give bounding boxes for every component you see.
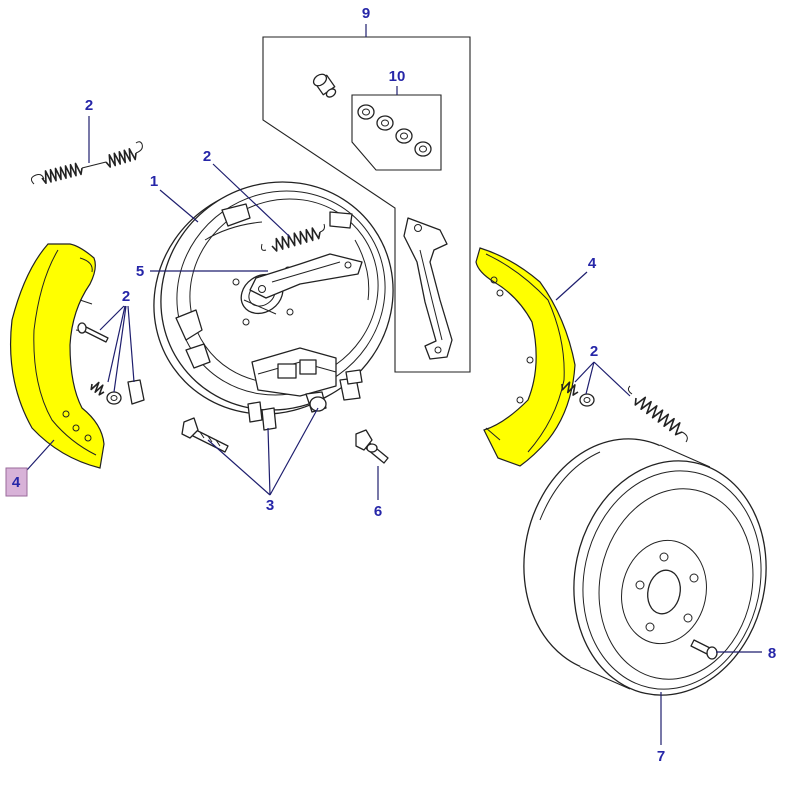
callout-9[interactable]: 9	[362, 5, 370, 22]
callout-2-plate[interactable]: 2	[203, 148, 211, 165]
callout-3[interactable]: 3	[266, 497, 274, 514]
kit-9-frame	[262, 36, 471, 373]
brake-shoe-left	[9, 243, 105, 469]
leader-4-left	[26, 439, 55, 471]
callout-4-right[interactable]: 4	[588, 255, 597, 272]
bolt-6	[355, 429, 389, 464]
callout-2-left-shoe[interactable]: 2	[122, 288, 130, 305]
callout-8[interactable]: 8	[768, 645, 776, 662]
bolt-3	[181, 417, 229, 453]
callout-2-top-left[interactable]: 2	[85, 97, 93, 114]
hold-down-pin	[243, 299, 277, 315]
upper-return-spring	[30, 141, 143, 185]
callout-2-right-shoe[interactable]: 2	[590, 343, 598, 360]
brake-shoe-right	[475, 247, 576, 467]
leader-2-plate	[212, 163, 291, 238]
parking-lever	[403, 217, 453, 360]
plate-return-spring	[261, 223, 325, 252]
leader-4-right	[555, 271, 588, 301]
leader-2-right-shoe	[574, 361, 631, 397]
callout-5[interactable]: 5	[136, 263, 144, 280]
wheel-cylinder	[251, 347, 337, 397]
callout-7[interactable]: 7	[657, 748, 665, 765]
leader-3	[207, 407, 319, 496]
leader-2-left-shoe	[99, 305, 135, 393]
callout-labels: 9 10 2 2 1 5 2 4 2 4 3 6 7 8	[5, 5, 776, 765]
leader-lines	[26, 24, 762, 745]
pin-part	[312, 73, 337, 98]
kit-10-frame	[351, 94, 442, 171]
left-shoe-hardware	[77, 322, 145, 405]
washer-set	[357, 104, 432, 157]
wheel-stud	[690, 639, 718, 660]
callout-10[interactable]: 10	[389, 68, 406, 85]
selected-callout-box[interactable]	[5, 467, 28, 497]
callout-1[interactable]: 1	[150, 173, 158, 190]
brake-drum	[523, 438, 767, 696]
right-shoe-hardware	[561, 381, 688, 443]
leader-1	[159, 189, 199, 223]
retaining-clips	[247, 369, 363, 431]
callout-4-left[interactable]: 4	[12, 474, 21, 491]
callout-6[interactable]: 6	[374, 503, 382, 520]
adjuster-lever	[249, 253, 363, 299]
